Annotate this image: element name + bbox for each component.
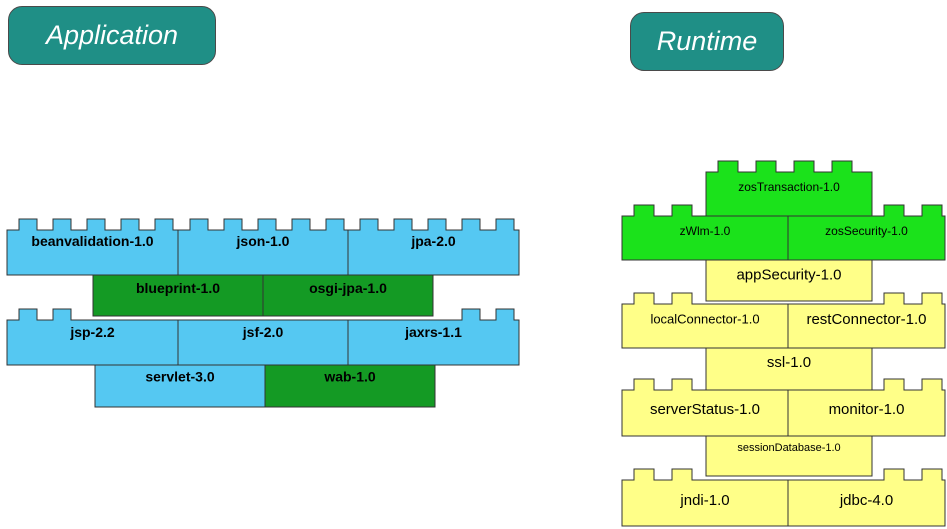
brick-label-app-r1-1: json-1.0 [236,233,290,249]
brick-label-app-r3-0: jsp-2.2 [69,324,115,340]
brick-label-app-r2-0: blueprint-1.0 [136,280,220,296]
brick-label-rt-z-1: zosSecurity-1.0 [825,224,908,238]
brick-label-rt-conn-0: localConnector-1.0 [650,311,759,326]
brick-app-r2-1 [262,274,434,317]
brick-label-rt-top: zosTransaction-1.0 [738,180,840,194]
brick-label-rt-db-0: jndi-1.0 [679,492,729,509]
brick-label-app-r1-0: beanvalidation-1.0 [31,233,153,249]
application-title-text: Application [45,20,179,50]
runtime-title: Runtime [630,12,784,71]
brick-rt-z-1 [787,204,946,261]
brick-label-app-r1-2: jpa-2.0 [410,233,456,249]
brick-app-r4-1-fill [264,364,436,408]
brick-label-app-r3-2: jaxrs-1.1 [404,324,462,340]
brick-app-r1-0 [6,218,179,276]
brick-label-rt-status-0: serverStatus-1.0 [650,401,760,418]
brick-label-app-r4-1-fill: wab-1.0 [323,369,376,385]
brick-rt-db-1 [787,468,946,527]
brick-label-rt-appsec: appSecurity-1.0 [736,266,841,283]
brick-label-rt-z-0: zWlm-1.0 [680,224,731,238]
brick-label-rt-conn-1: restConnector-1.0 [806,311,926,328]
brick-label-rt-status-1: monitor-1.0 [829,401,905,418]
brick-rt-conn-1 [787,292,946,349]
brick-rt-top [705,160,873,217]
brick-app-r1-2 [347,218,520,276]
application-title: Application [8,6,216,65]
brick-rt-session [705,435,873,477]
brick-app-r3-2 [347,308,520,366]
brick-label-app-r3-1: jsf-2.0 [242,324,284,340]
brick-label-rt-ssl: ssl-1.0 [767,354,811,371]
brick-label-rt-db-1: jdbc-4.0 [839,492,893,509]
runtime-title-text: Runtime [656,26,758,56]
brick-app-r1-1 [177,218,349,276]
brick-label-rt-session: sessionDatabase-1.0 [737,442,840,454]
brick-label-app-r4-0: servlet-3.0 [145,369,214,385]
brick-label-app-r2-1: osgi-jpa-1.0 [309,280,387,296]
brick-rt-appsec [705,259,873,302]
brick-rt-status-1 [787,378,946,437]
